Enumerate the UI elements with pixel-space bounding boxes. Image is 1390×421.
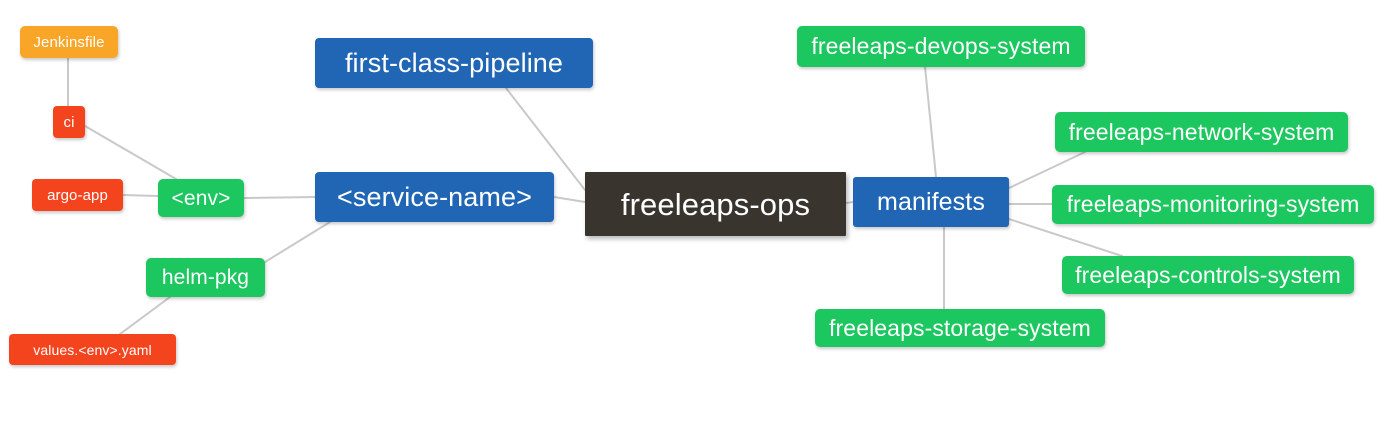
node-freeleaps-monitoring-system[interactable]: freeleaps-monitoring-system bbox=[1052, 185, 1374, 224]
edge-freeleaps-ops-to-manifests bbox=[845, 201, 854, 204]
node-freeleaps-devops-system[interactable]: freeleaps-devops-system bbox=[797, 26, 1085, 67]
edge-env-to-argo-app bbox=[122, 194, 159, 197]
node-ci[interactable]: ci bbox=[53, 106, 85, 138]
node-label-freeleaps-devops-system: freeleaps-devops-system bbox=[811, 33, 1071, 59]
node-freeleaps-storage-system[interactable]: freeleaps-storage-system bbox=[815, 309, 1105, 347]
node-label-first-class-pipeline: first-class-pipeline bbox=[344, 47, 564, 78]
node-label-ci: ci bbox=[63, 113, 75, 131]
node-helm-pkg[interactable]: helm-pkg bbox=[146, 258, 265, 297]
edge-helm-pkg-to-values-env-yaml bbox=[119, 296, 171, 335]
node-argo-app[interactable]: argo-app bbox=[32, 179, 123, 211]
node-env[interactable]: <env> bbox=[158, 179, 244, 217]
edge-env-to-ci bbox=[84, 125, 177, 180]
node-label-freeleaps-monitoring-system: freeleaps-monitoring-system bbox=[1066, 191, 1360, 217]
edge-manifests-to-freeleaps-devops-system bbox=[924, 66, 937, 178]
node-service-name[interactable]: <service-name> bbox=[315, 172, 554, 222]
node-freeleaps-controls-system[interactable]: freeleaps-controls-system bbox=[1062, 256, 1354, 294]
node-manifests[interactable]: manifests bbox=[853, 177, 1009, 227]
node-label-freeleaps-network-system: freeleaps-network-system bbox=[1068, 118, 1335, 145]
edge-freeleaps-ops-to-service-name bbox=[553, 196, 586, 203]
node-label-manifests: manifests bbox=[877, 187, 985, 216]
node-label-helm-pkg: helm-pkg bbox=[161, 266, 250, 289]
node-label-env: <env> bbox=[171, 186, 231, 210]
node-jenkinsfile[interactable]: Jenkinsfile bbox=[20, 26, 118, 58]
node-values-env-yaml[interactable]: values.<env>.yaml bbox=[9, 334, 176, 365]
node-label-freeleaps-ops: freeleaps-ops bbox=[620, 186, 811, 222]
node-freeleaps-ops[interactable]: freeleaps-ops bbox=[585, 172, 846, 236]
node-freeleaps-network-system[interactable]: freeleaps-network-system bbox=[1055, 112, 1348, 152]
node-label-freeleaps-controls-system: freeleaps-controls-system bbox=[1075, 261, 1341, 288]
edge-service-name-to-helm-pkg bbox=[264, 221, 331, 263]
node-label-freeleaps-storage-system: freeleaps-storage-system bbox=[829, 314, 1091, 341]
edge-manifests-to-freeleaps-network-system bbox=[1008, 151, 1086, 189]
edge-service-name-to-env bbox=[243, 196, 316, 199]
node-first-class-pipeline[interactable]: first-class-pipeline bbox=[315, 38, 593, 88]
edge-manifests-to-freeleaps-controls-system bbox=[1008, 218, 1123, 257]
node-label-argo-app: argo-app bbox=[47, 186, 108, 204]
node-label-service-name: <service-name> bbox=[337, 181, 532, 212]
node-label-jenkinsfile: Jenkinsfile bbox=[33, 33, 105, 51]
node-label-values-env-yaml: values.<env>.yaml bbox=[33, 341, 152, 358]
